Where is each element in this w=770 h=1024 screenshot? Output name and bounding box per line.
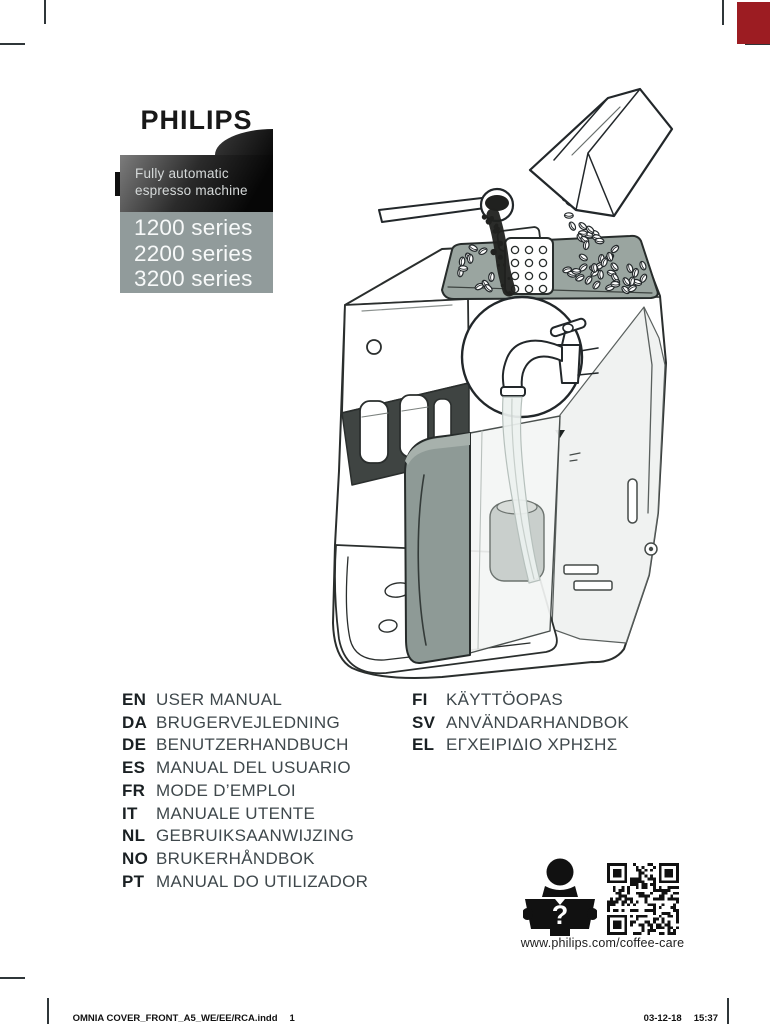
footer-date: 03-12-18 <box>643 1013 682 1024</box>
crop-mark-top-left-h <box>0 43 25 45</box>
person-reading-question-icon: ? <box>523 858 597 936</box>
footer-page-number: 1 <box>289 1013 295 1024</box>
coffee-scoop <box>378 187 516 297</box>
svg-text:?: ? <box>552 900 569 930</box>
tagline-panel: Fully automatic espresso machine <box>120 155 273 212</box>
crop-mark-top-left-v <box>44 0 46 24</box>
philips-logo-panel: PHILIPS <box>120 48 273 155</box>
tagline-line1: Fully automatic <box>135 166 229 181</box>
tank-cavity <box>551 306 666 644</box>
preground-compartment <box>496 226 554 295</box>
crop-mark-bottom-left-h <box>0 977 25 979</box>
series-panel: 1200 series 2200 series 3200 series <box>120 212 273 293</box>
water-faucet-inset <box>460 295 599 419</box>
series-2200: 2200 series <box>134 240 253 266</box>
crop-mark-bottom-right-v <box>727 998 729 1024</box>
espresso-machine-illustration <box>332 87 674 679</box>
philips-wordmark: PHILIPS <box>140 105 253 135</box>
support-url: www.philips.com/coffee-care <box>520 936 685 950</box>
red-corner-marker <box>737 2 770 44</box>
power-button <box>366 339 382 355</box>
footer-timestamp: 03-12-18 15:37 <box>633 1002 718 1024</box>
water-stream <box>501 396 541 584</box>
crop-mark-top-right-h <box>745 43 770 45</box>
crop-mark-top-right-v <box>722 0 724 25</box>
brand-block: PHILIPS Fully automatic espresso machine… <box>115 48 273 293</box>
bean-bag <box>528 87 674 218</box>
tagline-line2: espresso machine <box>135 182 248 198</box>
water-tank <box>404 432 471 665</box>
print-notch <box>115 172 120 196</box>
series-3200: 3200 series <box>134 266 253 291</box>
crop-mark-bottom-left-v <box>47 998 49 1024</box>
qr-code <box>607 863 679 935</box>
footer-time: 15:37 <box>693 1013 718 1024</box>
series-1200: 1200 series <box>134 215 253 240</box>
